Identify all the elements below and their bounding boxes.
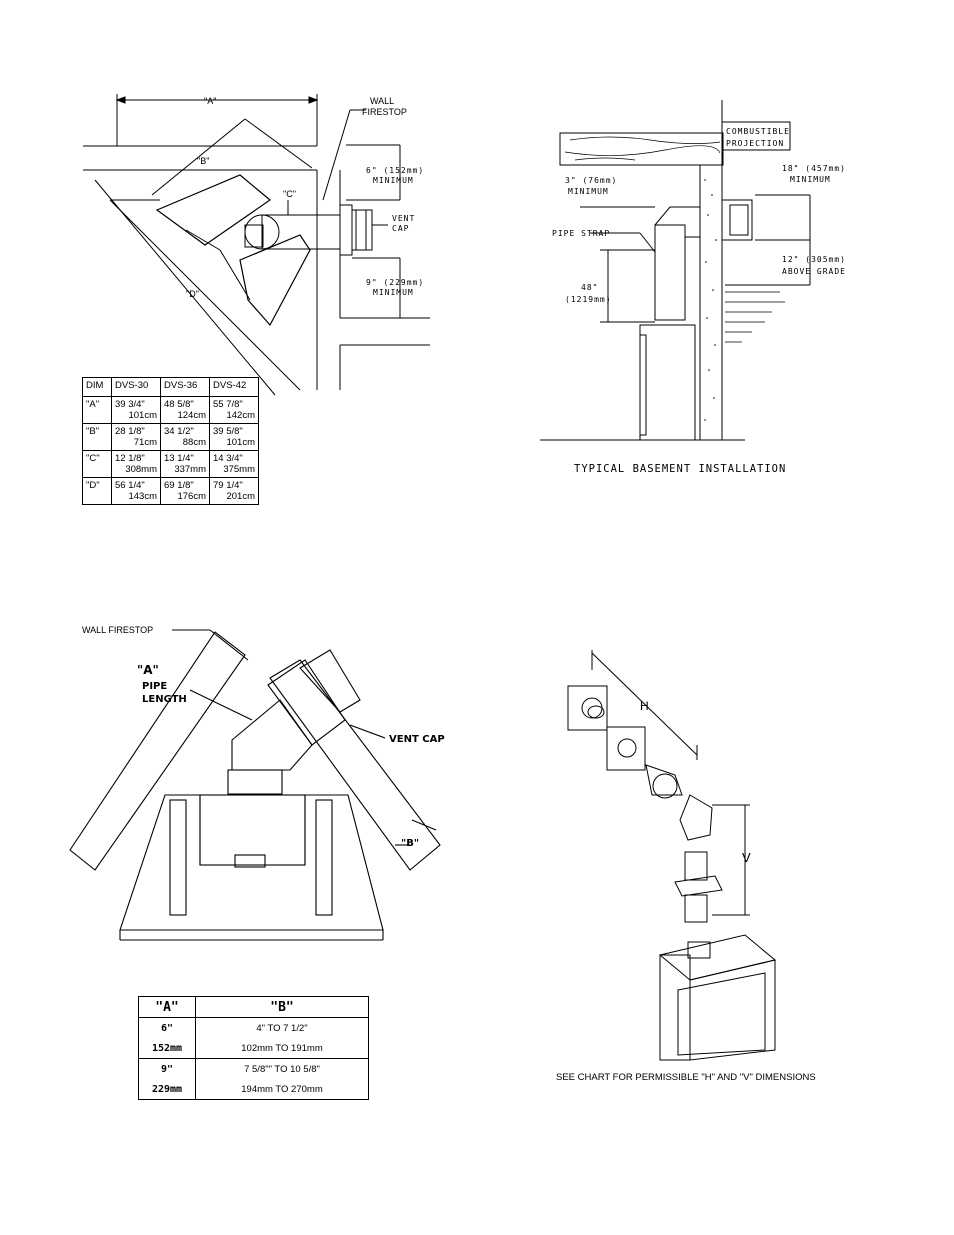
table-row: "B" 28 1/8"71cm 34 1/2"88cm 39 5/8"101cm — [82, 423, 259, 451]
cell-b: 4" TO 7 1/2" — [195, 1017, 369, 1038]
vent-cap-label: VENT — [392, 214, 415, 223]
table-row: "C" 12 1/8"308mm 13 1/4"337mm 14 3/4"375… — [82, 450, 259, 478]
min-9-label-2: MINIMUM — [373, 288, 414, 297]
min-3-label-2: MINIMUM — [568, 187, 609, 196]
length-label: LENGTH — [142, 694, 187, 705]
grade-label: 12" (305mm) — [782, 255, 846, 264]
dim-c-label: "C" — [283, 189, 296, 199]
cell: 14 3/4"375mm — [209, 450, 259, 478]
min-3-label: 3" (76mm) — [565, 176, 617, 185]
row-dim: "D" — [82, 477, 112, 505]
wall-firestop-label: WALL FIRESTOP — [82, 625, 153, 635]
min-9-label: 9" (229mm) — [366, 278, 424, 287]
min-6-label: 6" (152mm) — [366, 166, 424, 175]
hv-caption: SEE CHART FOR PERMISSIBLE "H" AND "V" DI… — [556, 1072, 816, 1083]
row-dim: "A" — [82, 396, 112, 424]
pipe-b-label: "B" — [401, 838, 419, 849]
table-row: 9" 7 5/8"" TO 10 5/8" — [138, 1058, 369, 1079]
combustible-label-2: PROJECTION — [726, 139, 784, 148]
cell-b: 102mm TO 191mm — [195, 1038, 369, 1059]
h-label: H — [640, 699, 649, 713]
cell: 39 3/4"101cm — [111, 396, 161, 424]
cell: 55 7/8"142cm — [209, 396, 259, 424]
table-row: 152mm 102mm TO 191mm — [138, 1038, 369, 1059]
pipe-length-table: "A" "B" 6" 4" TO 7 1/2" 152mm 102mm TO 1… — [138, 996, 369, 1100]
row-dim: "C" — [82, 450, 112, 478]
cell-a: 6" — [138, 1017, 196, 1038]
pipe-label: PIPE — [142, 681, 167, 692]
cell-b: 194mm TO 270mm — [195, 1079, 369, 1100]
cell: 34 1/2"88cm — [160, 423, 210, 451]
wall-firestop-label-2: FIRESTOP — [362, 107, 407, 117]
dim-b-label: "B" — [197, 156, 209, 166]
header-b: "B" — [195, 996, 369, 1018]
grade-label-2: ABOVE GRADE — [782, 267, 846, 276]
min-18-label-2: MINIMUM — [790, 175, 831, 184]
cell: 48 5/8"124cm — [160, 396, 210, 424]
cell: 28 1/8"71cm — [111, 423, 161, 451]
table-row: "A" 39 3/4"101cm 48 5/8"124cm 55 7/8"142… — [82, 396, 259, 424]
pipe-strap-label: PIPE STRAP — [552, 229, 610, 238]
cell-a: 229mm — [138, 1079, 196, 1100]
min-18-label: 18" (457mm) — [782, 164, 846, 173]
header-dvs-36: DVS-36 — [160, 377, 210, 397]
cell: 56 1/4"143cm — [111, 477, 161, 505]
pipe-a-label: "A" — [137, 663, 159, 677]
cell-b: 7 5/8"" TO 10 5/8" — [195, 1058, 369, 1079]
dim-d-label: "D" — [186, 289, 199, 299]
header-dim: DIM — [82, 377, 112, 397]
wall-firestop-label: WALL — [370, 96, 394, 106]
vent-cap-label: VENT CAP — [389, 734, 445, 745]
cell: 39 5/8"101cm — [209, 423, 259, 451]
combustible-label: COMBUSTIBLE — [726, 127, 790, 136]
table-header-row: DIM DVS-30 DVS-36 DVS-42 — [82, 377, 259, 397]
header-dvs-30: DVS-30 — [111, 377, 161, 397]
table-row: "D" 56 1/4"143cm 69 1/8"176cm 79 1/4"201… — [82, 477, 259, 505]
dimension-table: DIM DVS-30 DVS-36 DVS-42 "A" 39 3/4"101c… — [82, 377, 259, 505]
cell-a: 152mm — [138, 1038, 196, 1059]
cell: 13 1/4"337mm — [160, 450, 210, 478]
table-row: 229mm 194mm TO 270mm — [138, 1079, 369, 1100]
cell-a: 9" — [138, 1058, 196, 1079]
table-header-row: "A" "B" — [138, 996, 369, 1018]
min-6-label-2: MINIMUM — [373, 176, 414, 185]
basement-caption: TYPICAL BASEMENT INSTALLATION — [574, 463, 786, 475]
header-a: "A" — [138, 996, 196, 1018]
table-row: 6" 4" TO 7 1/2" — [138, 1017, 369, 1038]
cell: 12 1/8"308mm — [111, 450, 161, 478]
cell: 79 1/4"201cm — [209, 477, 259, 505]
row-dim: "B" — [82, 423, 112, 451]
dim-a-label: "A" — [204, 96, 216, 106]
dim-48-label: 48" — [581, 283, 598, 292]
v-label: V — [742, 850, 751, 865]
header-dvs-42: DVS-42 — [209, 377, 259, 397]
cell: 69 1/8"176cm — [160, 477, 210, 505]
dim-48-label-2: (1219mm) — [565, 295, 612, 304]
vent-cap-label-2: CAP — [392, 224, 409, 233]
